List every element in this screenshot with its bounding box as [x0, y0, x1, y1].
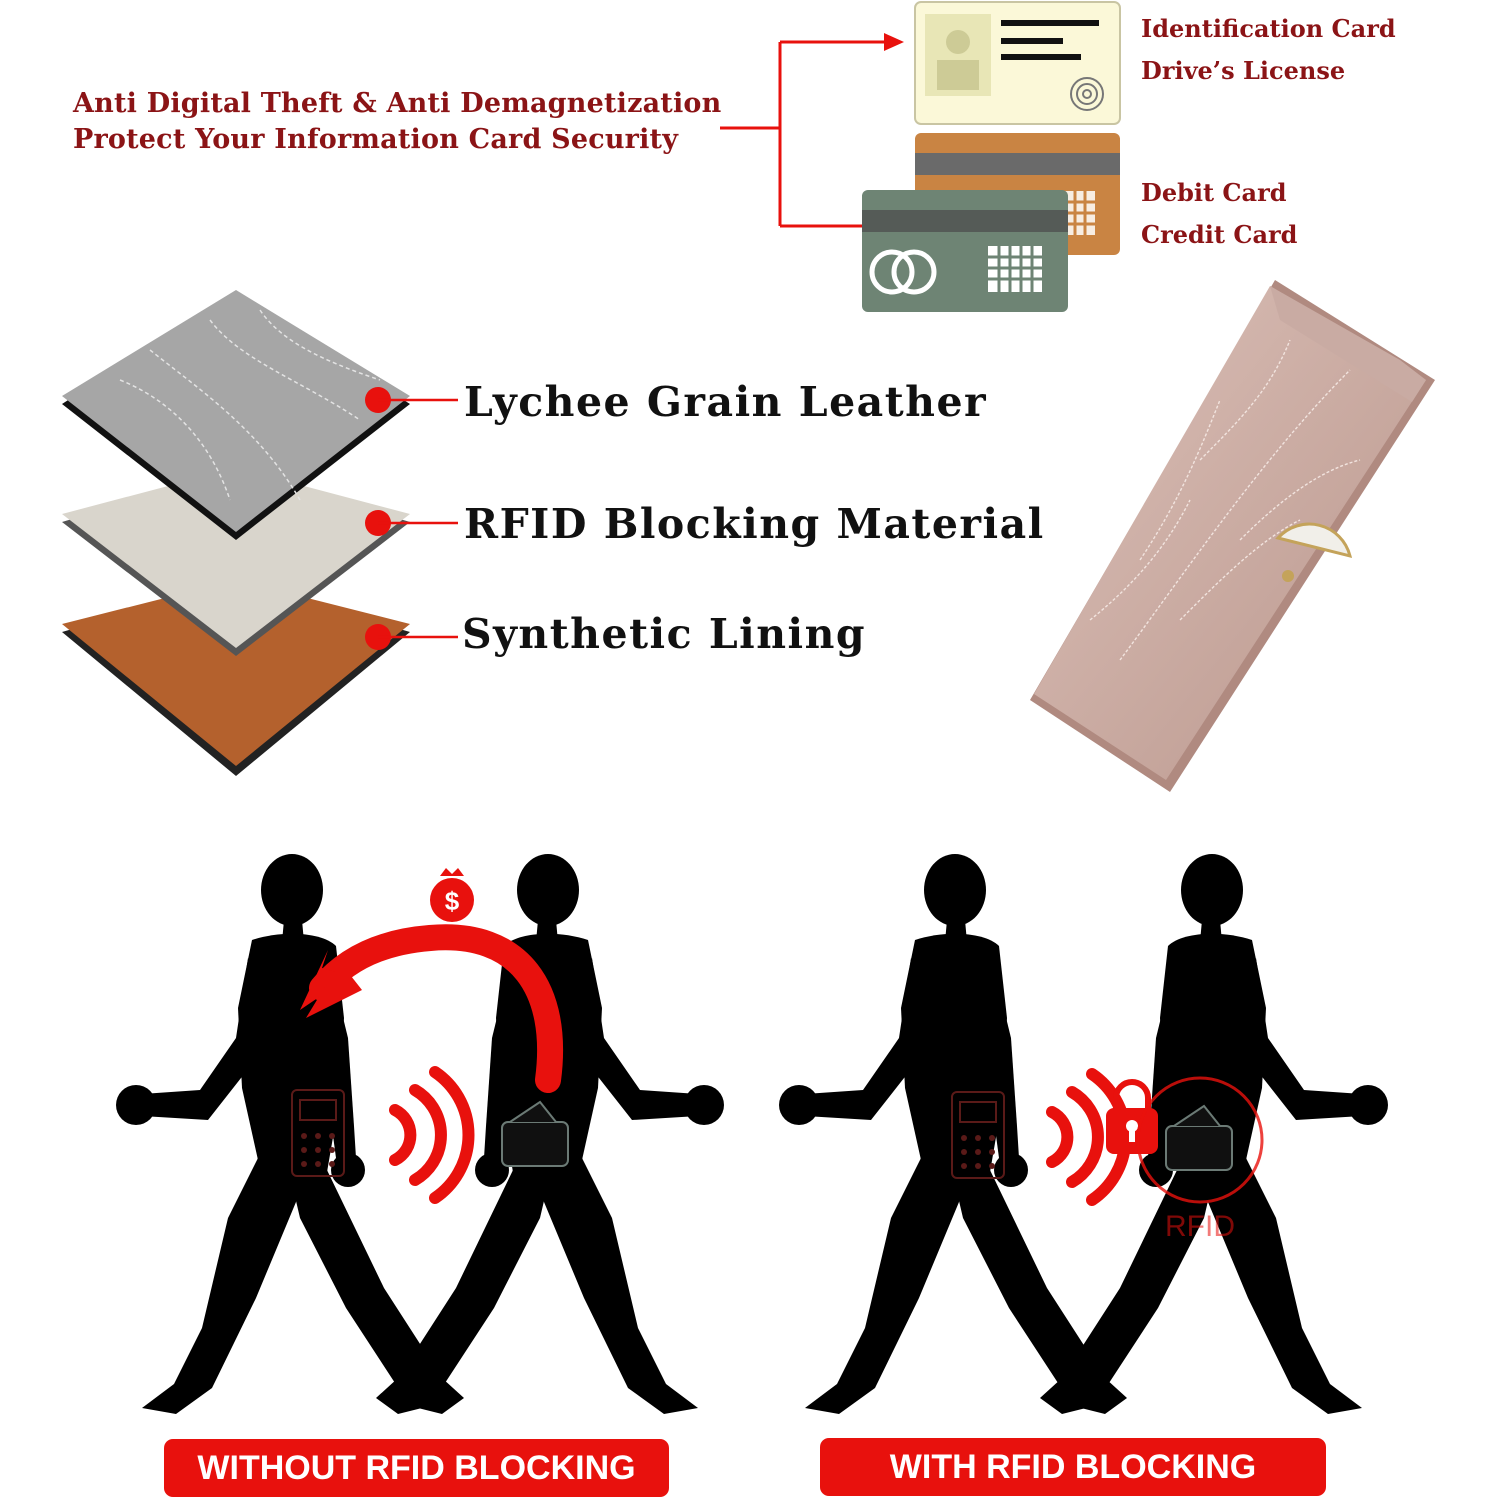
banner-with-rfid: WITH RFID BLOCKING [820, 1438, 1326, 1496]
svg-text:$: $ [445, 886, 460, 916]
label-drivers-license: Drive’s License [1141, 56, 1346, 85]
card-reader-icon [291, 1089, 345, 1177]
rfid-badge-text: RFID [1165, 1210, 1235, 1243]
wallet-icon [501, 1100, 569, 1167]
scene-without-rfid: $ [116, 854, 724, 1414]
headline: Anti Digital Theft & Anti Demagnetizatio… [73, 86, 721, 158]
signal-waves-icon [389, 1066, 475, 1204]
label-identification-card: Identification Card [1141, 14, 1396, 43]
wallet-icon [1165, 1104, 1233, 1171]
lock-icon [1106, 1079, 1158, 1154]
wallet-product-image [1030, 280, 1435, 792]
label-credit-card: Credit Card [1141, 220, 1298, 249]
card-labels-payment: Debit Card Credit Card [1141, 172, 1297, 256]
label-synthetic-lining: Synthetic Lining [462, 610, 867, 658]
scene-with-rfid: RFID [779, 854, 1388, 1414]
material-layers-illustration [62, 290, 458, 776]
card-labels-id: Identification Card Drive’s License [1141, 8, 1396, 92]
rfid-shield-circle [1136, 1076, 1264, 1204]
label-lychee-grain-leather: Lychee Grain Leather [464, 378, 988, 426]
headline-line-2: Protect Your Information Card Security [73, 124, 679, 155]
card-reader-icon [951, 1091, 1005, 1179]
headline-line-1: Anti Digital Theft & Anti Demagnetizatio… [73, 88, 722, 119]
label-rfid-blocking-material: RFID Blocking Material [464, 500, 1045, 548]
credit-card-illustration [862, 190, 1068, 312]
money-bag-icon: $ [430, 868, 474, 922]
id-card-illustration [914, 1, 1121, 125]
label-debit-card: Debit Card [1141, 178, 1287, 207]
banner-without-rfid: WITHOUT RFID BLOCKING [164, 1439, 669, 1497]
